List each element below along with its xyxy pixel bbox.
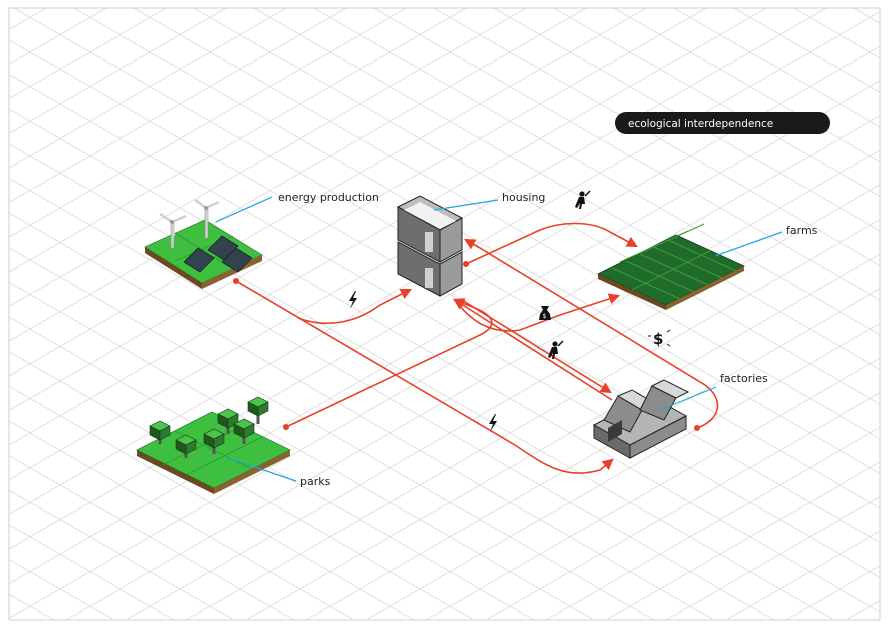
dollar-sign-icon: $: [648, 329, 671, 348]
svg-text:$: $: [543, 313, 547, 320]
label-energy-production: energy production: [278, 191, 379, 204]
leader-housing: [433, 199, 499, 211]
flow-housing-to-farms: [465, 222, 638, 265]
lightning-bolt-icon: [489, 414, 497, 432]
wind-turbine-icon: [159, 213, 187, 249]
tree-icon: [233, 418, 255, 444]
tree-icon: [247, 396, 269, 424]
leader-parks: [227, 457, 297, 482]
factories-block: [592, 379, 690, 459]
label-factories: factories: [720, 372, 768, 385]
energy-production-block: [144, 199, 263, 289]
housing-block: [396, 195, 464, 297]
flow-housing-to-factories: [461, 299, 612, 394]
flow-dollar-to-housing: [464, 238, 719, 429]
leader-farms: [714, 231, 783, 257]
parks-block: [136, 396, 291, 494]
title-badge: ecological interdependence: [615, 112, 830, 134]
flow-energy-to-housing: [297, 288, 413, 325]
flow-arrows: [233, 222, 719, 474]
tree-icon: [203, 428, 225, 454]
frame-border: [8, 7, 881, 621]
leader-energy: [215, 196, 273, 223]
tree-icon: [175, 434, 197, 458]
svg-text:$: $: [653, 330, 663, 348]
title-text: ecological interdependence: [628, 118, 773, 130]
worker-icon: [548, 340, 564, 359]
wind-turbine-icon: [194, 199, 220, 239]
label-farms: farms: [786, 224, 818, 237]
leader-factories: [659, 386, 717, 411]
flow-factories-to-housing: [453, 298, 613, 401]
lightning-bolt-icon: [349, 291, 357, 309]
solar-panel-icon: [183, 235, 253, 273]
label-parks: parks: [300, 475, 331, 488]
isometric-grid: [9, 8, 880, 620]
tree-icon: [149, 420, 171, 444]
label-housing: housing: [502, 191, 545, 204]
farms-block: [597, 223, 745, 310]
flow-energy-to-factories: [235, 280, 614, 474]
worker-icon: [575, 190, 591, 209]
money-bag-icon: $: [539, 306, 551, 320]
